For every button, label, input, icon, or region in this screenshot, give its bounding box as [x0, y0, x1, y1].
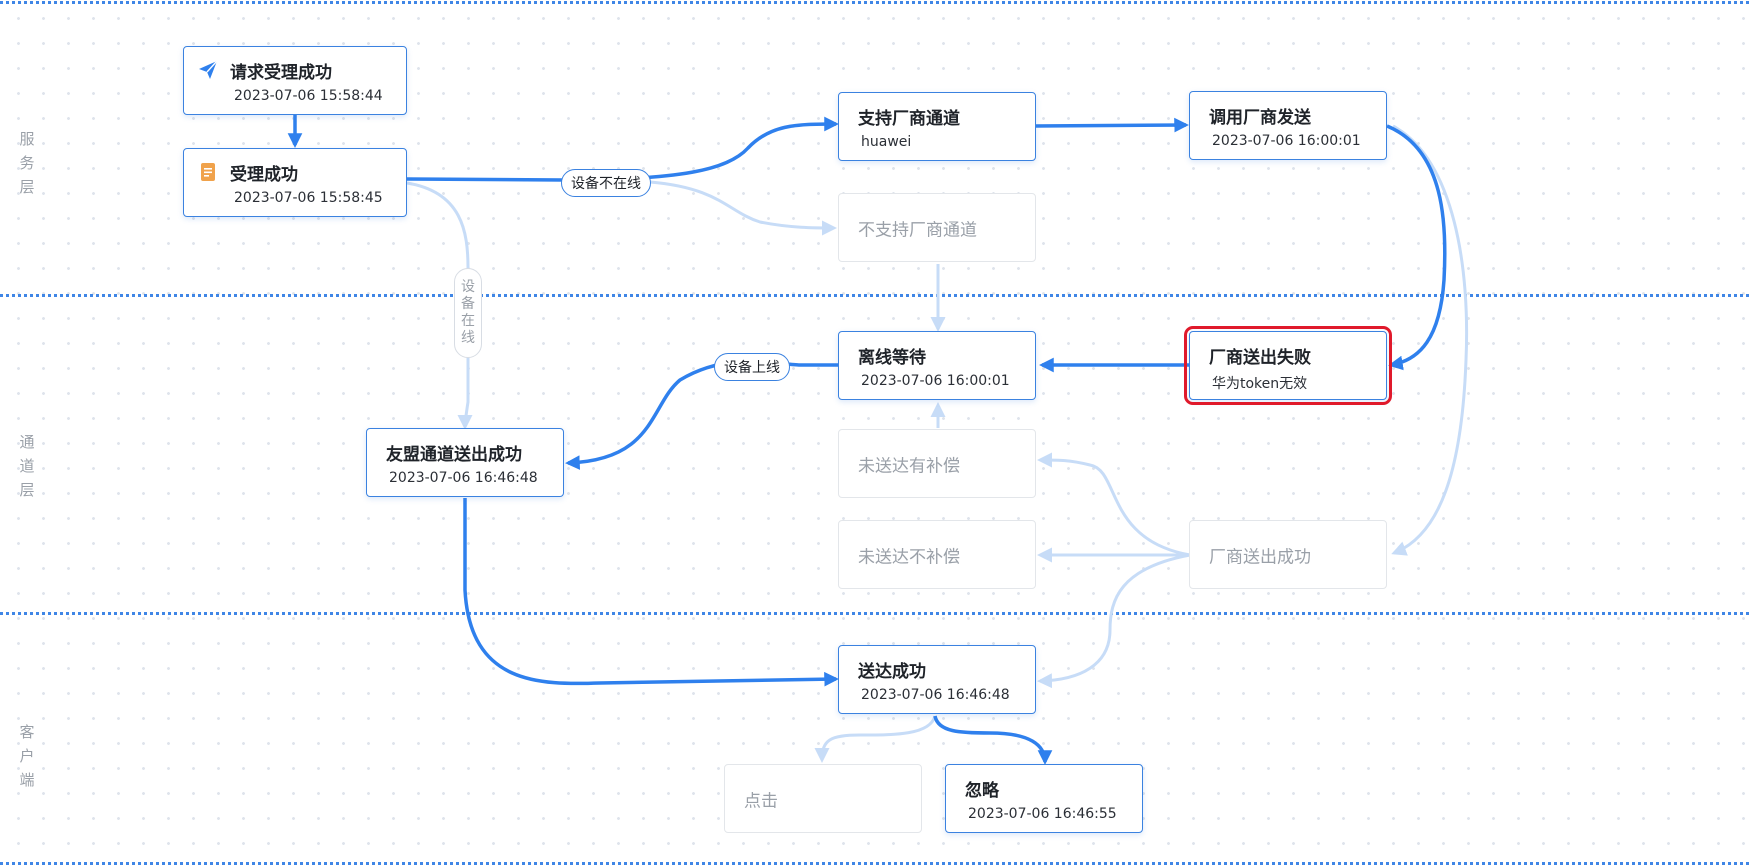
node-subtitle: huawei: [861, 134, 912, 150]
edge-label-char: 设: [461, 279, 475, 295]
lane-label-char: 层: [19, 178, 35, 196]
node-title: 不支持厂商通道: [858, 220, 977, 240]
edge-label-char: 备: [461, 296, 475, 312]
edge-label-device-online: 设 备 在 线: [454, 268, 482, 358]
lane-label-char: 户: [19, 747, 35, 765]
edge-supported-to-call: [1034, 117, 1189, 133]
node-delivered[interactable]: 送达成功 2023-07-06 16:46:48: [838, 645, 1036, 714]
lane-label-client: 客 户 端: [16, 720, 38, 792]
lane-label-char: 层: [19, 481, 35, 499]
edge-offline-to-umeng: [565, 359, 840, 470]
lane-label-char: 通: [19, 433, 35, 451]
node-timestamp: 2023-07-06 16:46:48: [389, 470, 538, 486]
node-undelivered-compensate[interactable]: 未送达有补偿: [838, 429, 1036, 498]
edge-delivered-to-clicked: [814, 715, 937, 763]
node-vendor-success[interactable]: 厂商送出成功: [1189, 520, 1387, 589]
node-title: 送达成功: [858, 662, 926, 682]
node-title: 请求受理成功: [230, 63, 332, 83]
node-clicked[interactable]: 点击: [724, 764, 922, 833]
lane-divider-channel-client: [0, 612, 1749, 615]
node-request-accepted[interactable]: 请求受理成功 2023-07-06 15:58:44: [183, 46, 407, 115]
node-error-reason: 华为token无效: [1212, 376, 1308, 392]
node-undelivered-no-compensate[interactable]: 未送达不补偿: [838, 520, 1036, 589]
node-timestamp: 2023-07-06 16:46:48: [861, 687, 1010, 703]
edge-offline-to-unsupported: [649, 180, 837, 236]
node-title: 离线等待: [858, 348, 926, 368]
node-ignored[interactable]: 忽略 2023-07-06 16:46:55: [945, 764, 1143, 833]
node-title: 忽略: [965, 781, 999, 801]
edge-vendor-success-to-delivered: [1037, 553, 1191, 689]
lane-label-service: 服 务 层: [16, 127, 38, 199]
edge-vendor-success-to-compensate: [1037, 452, 1191, 557]
lane-label-char: 客: [19, 723, 35, 741]
edge-call-to-failed: [1386, 124, 1447, 371]
node-umeng-sent[interactable]: 友盟通道送出成功 2023-07-06 16:46:48: [366, 428, 564, 497]
lane-label-char: 务: [19, 154, 35, 172]
node-timestamp: 2023-07-06 16:00:01: [1212, 133, 1361, 149]
edge-label-char: 在: [461, 313, 475, 329]
edge-label-device-offline: 设备不在线: [561, 169, 651, 197]
node-title: 未送达有补偿: [858, 456, 960, 476]
edge-label-char: 线: [461, 330, 475, 346]
document-icon: [201, 163, 215, 181]
node-title: 未送达不补偿: [858, 547, 960, 567]
node-timestamp: 2023-07-06 16:00:01: [861, 373, 1010, 389]
node-title: 点击: [744, 791, 778, 811]
node-title: 厂商送出成功: [1209, 547, 1311, 567]
node-timestamp: 2023-07-06 16:46:55: [968, 806, 1117, 822]
lane-label-channel: 通 道 层: [16, 430, 38, 502]
node-title: 调用厂商发送: [1209, 108, 1311, 128]
node-title: 友盟通道送出成功: [386, 445, 522, 465]
node-vendor-unsupported[interactable]: 不支持厂商通道: [838, 193, 1036, 262]
node-accepted[interactable]: 受理成功 2023-07-06 15:58:45: [183, 148, 407, 217]
node-title: 受理成功: [230, 165, 298, 185]
edge-umeng-to-delivered: [463, 498, 839, 687]
lane-divider-bottom: [0, 862, 1749, 865]
node-offline-wait[interactable]: 离线等待 2023-07-06 16:00:01: [838, 331, 1036, 400]
node-timestamp: 2023-07-06 15:58:45: [234, 190, 383, 206]
lane-label-char: 端: [19, 771, 35, 789]
node-title: 支持厂商通道: [858, 109, 960, 129]
edge-call-to-vendor-success: [1391, 124, 1469, 556]
edge-accepted-to-umeng: [406, 181, 473, 430]
node-title: 厂商送出失败: [1209, 348, 1311, 368]
lane-label-char: 服: [19, 130, 35, 148]
lane-label-char: 道: [19, 457, 35, 475]
node-vendor-failed[interactable]: 厂商送出失败 华为token无效: [1184, 326, 1392, 405]
node-timestamp: 2023-07-06 15:58:44: [234, 88, 383, 104]
paper-plane-icon: [199, 60, 218, 79]
edge-delivered-to-ignored: [933, 715, 1053, 765]
node-vendor-call[interactable]: 调用厂商发送 2023-07-06 16:00:01: [1189, 91, 1387, 160]
node-vendor-supported[interactable]: 支持厂商通道 huawei: [838, 92, 1036, 161]
edge-label-device-back-online: 设备上线: [714, 353, 790, 381]
lane-divider-service-channel: [0, 294, 1749, 297]
lane-divider-top: [0, 1, 1749, 4]
